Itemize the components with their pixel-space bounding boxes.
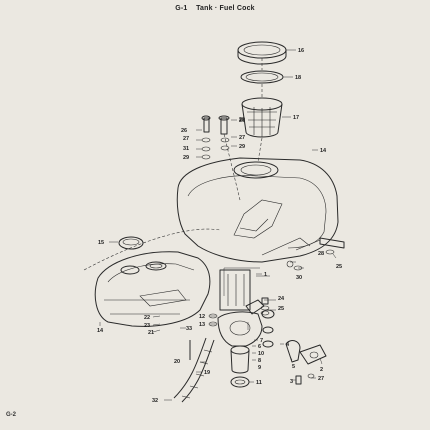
fuel-tank-alt (94, 251, 211, 327)
assembly-line-cap (257, 58, 263, 163)
fuel-cock-lever (262, 340, 327, 365)
callout-33: 33 (186, 326, 192, 332)
mounting-hardware-upper (201, 115, 230, 160)
callout-29: 29 (239, 144, 245, 150)
bracket-item-12 (247, 299, 270, 330)
callout-5: 5 (292, 364, 295, 370)
fuel-cock-assembly (217, 269, 275, 347)
callout-12: 12 (199, 314, 205, 320)
callout-27: 27 (318, 376, 324, 382)
callout-14: 14 (320, 148, 327, 154)
callout-18: 18 (295, 75, 301, 81)
header-title: Tank · Fuel Cock (196, 5, 255, 12)
callout-20: 20 (174, 359, 180, 365)
callout-26: 26 (239, 118, 245, 124)
fuel-cap-alt (118, 236, 144, 250)
callout-11: 11 (256, 380, 262, 386)
callout-29: 29 (183, 155, 189, 161)
fuel-pipe (173, 337, 215, 403)
callout-26: 26 (181, 128, 187, 134)
callout-24: 24 (278, 296, 285, 302)
callout-8: 8 (258, 358, 261, 364)
leader-lines (99, 49, 337, 401)
filler-strainer (241, 97, 283, 138)
callout-16: 16 (298, 48, 304, 54)
callout-21: 21 (148, 330, 154, 336)
fuel-tank (176, 157, 339, 263)
callout-10: 10 (258, 351, 264, 357)
cap-gasket (240, 70, 284, 84)
callout-9: 9 (258, 365, 261, 371)
callout-32: 32 (152, 398, 158, 404)
callout-1: 1 (264, 272, 267, 278)
callout-6: 6 (258, 344, 261, 350)
callout-25: 25 (336, 264, 342, 270)
callout-23: 23 (144, 323, 150, 329)
callout-3: 3 (290, 379, 293, 385)
callout-14: 14 (97, 328, 104, 334)
header-page-number: G-1 (175, 5, 188, 12)
callout-19: 19 (204, 370, 210, 376)
callout-27: 27 (183, 136, 189, 142)
callout-7: 7 (260, 338, 263, 344)
callout-25: 25 (278, 306, 284, 312)
callout-31: 31 (183, 146, 189, 152)
callout-2: 2 (320, 367, 323, 373)
page-footer: G-2 (6, 412, 17, 418)
callout-13: 13 (199, 322, 205, 328)
bracket-item-1 (223, 267, 270, 296)
callout-29: 29 (239, 117, 245, 123)
callout-22: 22 (144, 315, 150, 321)
sediment-cup (230, 345, 250, 388)
page-header: G-1 Tank · Fuel Cock (0, 5, 430, 12)
assembly-line-tank (83, 133, 241, 271)
callout-27: 27 (239, 135, 245, 141)
callout-30: 30 (296, 275, 302, 281)
callout-28: 28 (318, 251, 324, 257)
callout-4: 4 (286, 342, 290, 348)
callout-17: 17 (293, 115, 299, 121)
mounting-bolt-right (286, 237, 345, 271)
callout-15: 15 (98, 240, 104, 246)
